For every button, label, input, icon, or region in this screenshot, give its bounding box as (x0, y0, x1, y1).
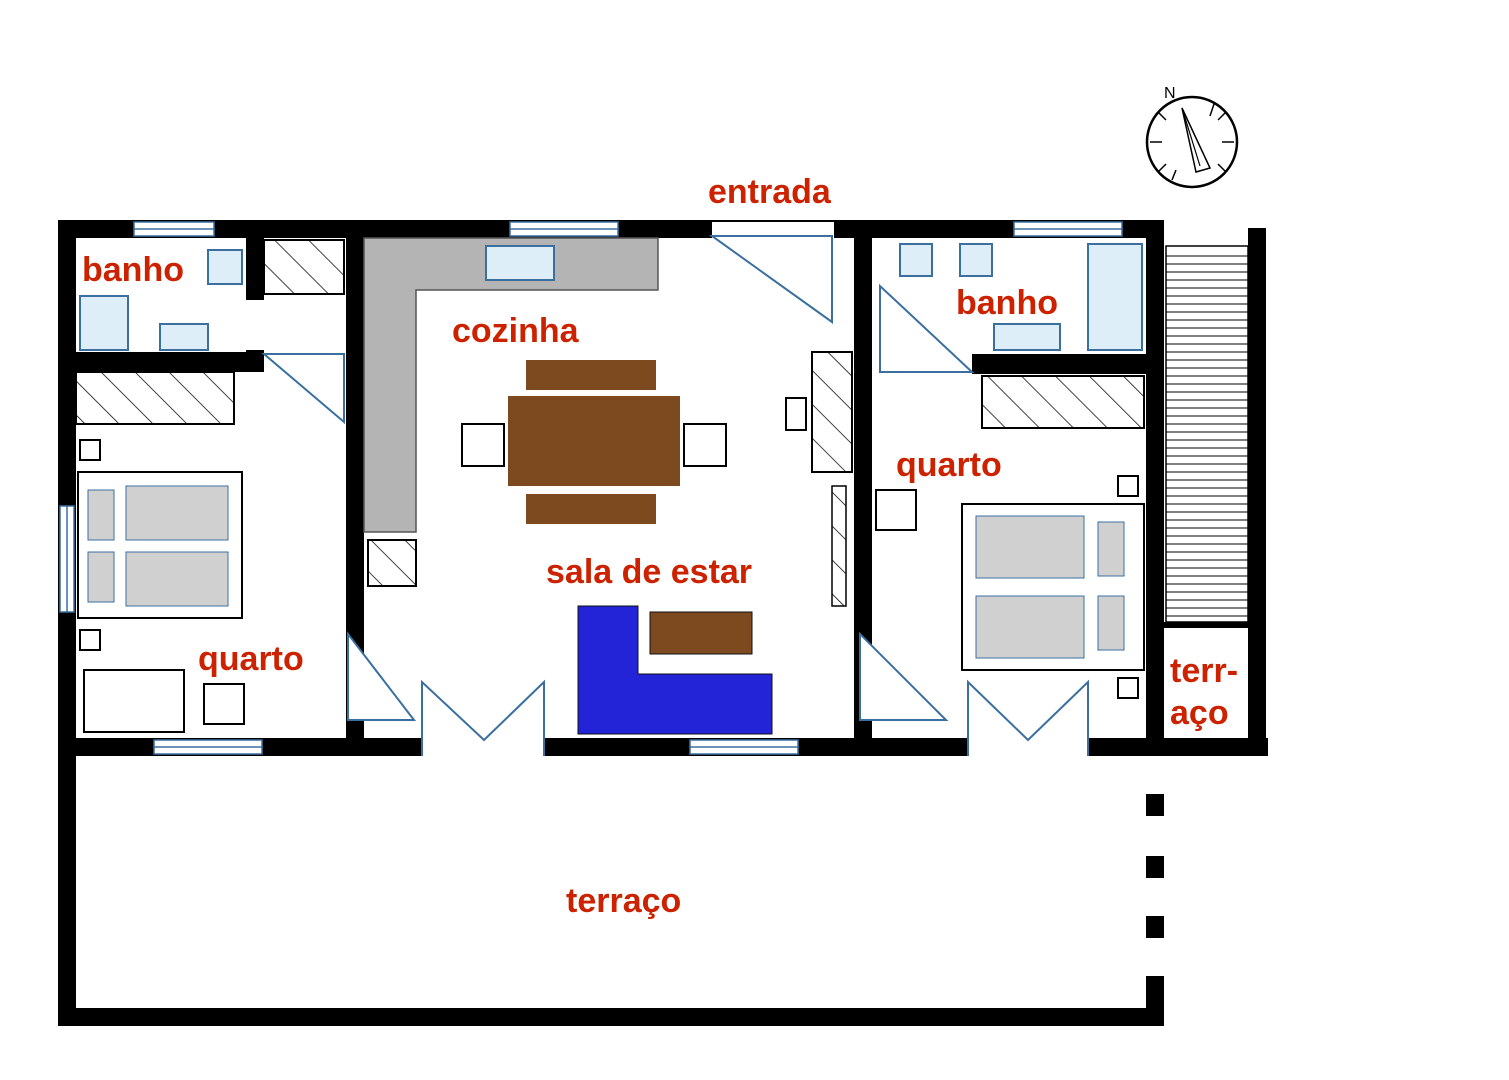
doors (261, 222, 1089, 756)
compass-north-label: N (1164, 85, 1176, 102)
left-bedroom (75, 371, 245, 733)
label-terraco: terraço (566, 882, 681, 920)
left-bathroom (79, 239, 345, 351)
label-quarto-right: quarto (896, 446, 1002, 484)
label-quarto-left: quarto (198, 640, 304, 678)
staircase (1165, 245, 1249, 623)
kitchen-living (363, 237, 853, 735)
label-terraco-small-1: terr- (1170, 652, 1238, 690)
label-sala-de-estar: sala de estar (546, 553, 752, 591)
right-bathroom (899, 243, 1143, 351)
label-cozinha: cozinha (452, 312, 580, 350)
label-banho-left: banho (82, 251, 184, 289)
terrace-pillars (1146, 794, 1164, 938)
compass-needle-icon (1181, 107, 1212, 173)
right-bedroom (875, 375, 1145, 699)
compass: N (1145, 85, 1239, 189)
label-terraco-small-2: aço (1170, 694, 1229, 732)
walls (58, 220, 1268, 1026)
label-entrada: entrada (708, 173, 832, 211)
windows (59, 221, 1123, 755)
room-labels: entrada banho banho cozinha sala de esta… (82, 173, 1238, 920)
label-banho-right: banho (956, 284, 1058, 322)
